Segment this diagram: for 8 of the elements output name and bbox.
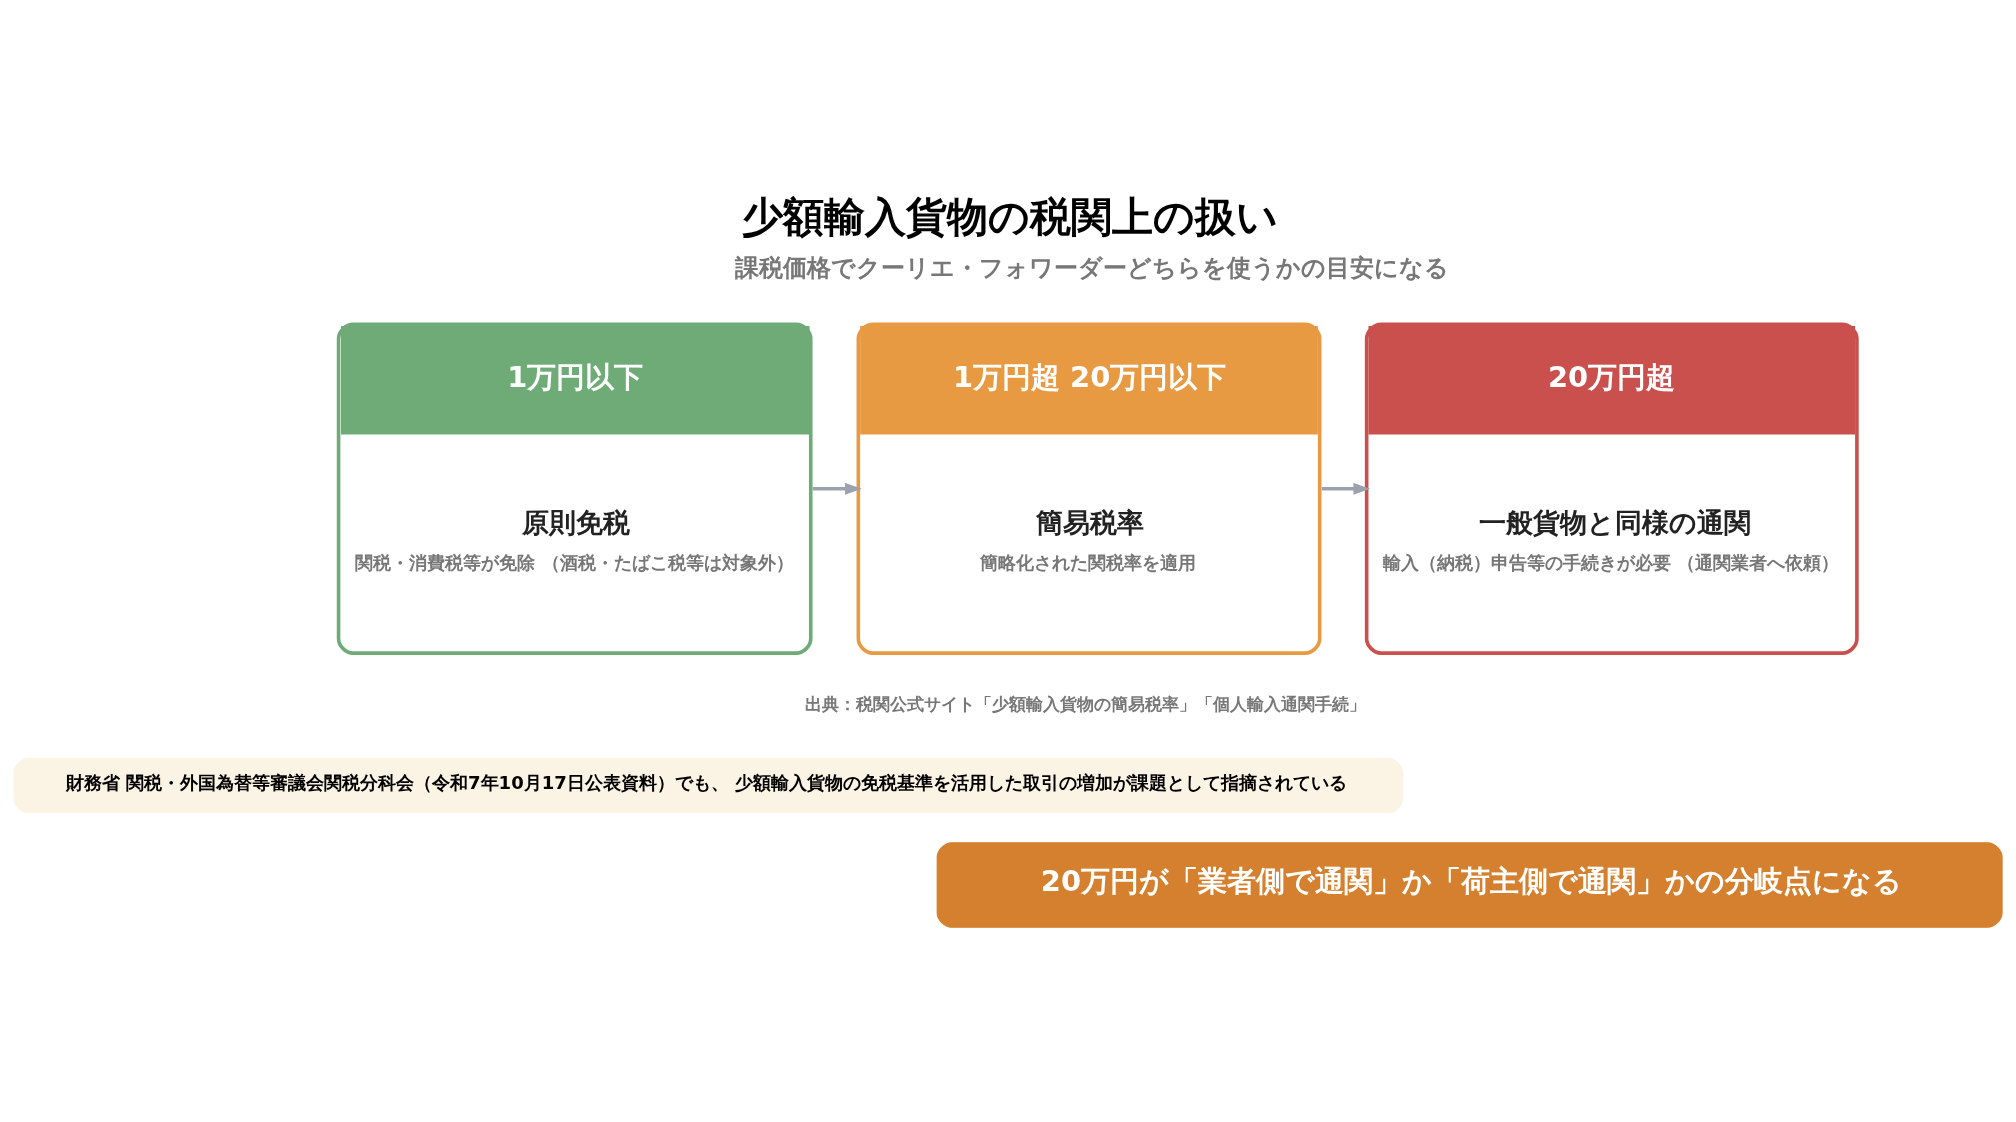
node-box: 1万円超 20万円以下 簡易税率 簡略化された関税率を適用 (856, 322, 1322, 655)
label: 課税価格でクーリエ・フォワーダーどちらを使うかの目安になる (734, 253, 1449, 282)
arrow (1321, 482, 1371, 495)
node-box: 財務省 関税・外国為替等審議会関税分科会（令和7年10月17日公表資料）でも、 少額輸入貨物の免税基準を活用した取引の増加が課題として指摘されている (13, 757, 1404, 814)
diagram-title: 少額輸入貨物の税関上の扱い (741, 193, 1278, 242)
arrow (812, 482, 862, 495)
label: 出典：税関公式サイト「少額輸入貨物の簡易税率」「個人輸入通関手続」 (805, 694, 1367, 714)
node-box: 20万円が「業者側で通関」か「荷主側で通関」かの分岐点になる (936, 842, 2003, 928)
